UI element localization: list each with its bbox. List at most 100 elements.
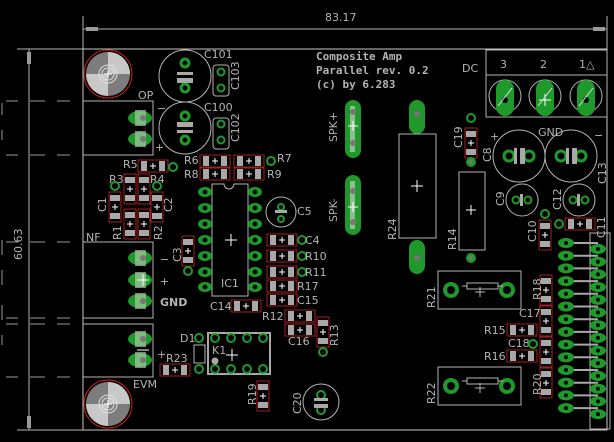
capacitor-C20[interactable]: C20 xyxy=(291,383,340,421)
capacitor-C5[interactable]: C5 xyxy=(265,196,312,228)
dc-minus-label: − xyxy=(594,129,603,142)
svg-text:R14: R14 xyxy=(446,228,459,250)
header-pin-row[interactable] xyxy=(558,377,606,394)
evm-connector[interactable]: + EVM xyxy=(83,323,166,391)
capacitor-C103[interactable]: C103 xyxy=(212,61,242,97)
capacitor-C4[interactable] xyxy=(266,233,298,247)
resistor-R1[interactable] xyxy=(123,208,137,240)
svg-text:C101: C101 xyxy=(204,48,233,61)
capacitor-C1[interactable] xyxy=(108,191,122,223)
resistor-R10[interactable] xyxy=(266,249,298,263)
resistor-R24[interactable]: R24 xyxy=(386,100,437,274)
diode-D1[interactable] xyxy=(193,344,206,364)
resistor-R8[interactable] xyxy=(199,167,231,181)
resistor-R9[interactable] xyxy=(233,167,265,181)
spk-plus-connector[interactable]: SPK+ xyxy=(327,100,361,158)
svg-text:R22: R22 xyxy=(425,382,438,404)
op-minus-label: − xyxy=(157,102,166,115)
dc-pad-2[interactable] xyxy=(528,79,562,116)
header-pin-row[interactable] xyxy=(558,238,606,254)
capacitor-C101[interactable]: C101 xyxy=(158,48,233,103)
header-pin-row[interactable] xyxy=(558,403,606,420)
dc-pin2-label: 2 xyxy=(540,58,547,71)
dc-pin3-label: 3 xyxy=(500,58,507,71)
capacitor-C15[interactable] xyxy=(266,293,298,307)
label-R5: R5 xyxy=(123,158,138,171)
capacitor-C14[interactable] xyxy=(230,299,262,313)
resistor-R11[interactable] xyxy=(266,265,298,279)
capacitor-C100[interactable]: C100 xyxy=(158,101,233,155)
resistor-R6[interactable] xyxy=(199,154,231,168)
via xyxy=(318,347,328,357)
svg-text:R4: R4 xyxy=(150,173,165,186)
nf-connector[interactable]: NF − + GND xyxy=(83,231,187,319)
spk-minus-connector[interactable]: SPK- xyxy=(327,175,361,235)
capacitor-C11[interactable] xyxy=(564,217,596,231)
header-pin-row[interactable] xyxy=(558,314,606,331)
svg-text:R6: R6 xyxy=(184,154,199,167)
svg-text:C17: C17 xyxy=(519,307,541,320)
resistor-R23[interactable] xyxy=(159,363,191,377)
svg-text:D1: D1 xyxy=(180,332,195,345)
resistor-R21[interactable]: R21 xyxy=(425,270,522,310)
relay-K1[interactable]: K1 xyxy=(207,332,271,375)
header-pin-row[interactable] xyxy=(558,288,606,305)
resistor-R16[interactable] xyxy=(506,349,538,363)
header-pin-row[interactable] xyxy=(558,301,606,318)
resistor-R3[interactable] xyxy=(123,173,137,205)
capacitor-C17[interactable] xyxy=(539,305,553,337)
resistor-R4[interactable] xyxy=(137,173,151,205)
svg-text:C4: C4 xyxy=(305,234,320,247)
header-pin-row[interactable] xyxy=(558,263,606,280)
svg-text:R8: R8 xyxy=(184,168,199,181)
dc-terminal[interactable]: DC 3 2 1△ xyxy=(462,49,608,118)
resistor-R5[interactable] xyxy=(137,159,169,173)
svg-text:K1: K1 xyxy=(212,344,226,357)
via xyxy=(183,266,193,276)
header-pin-row[interactable] xyxy=(558,365,606,381)
capacitor-C13[interactable]: C13 xyxy=(544,129,609,184)
ic-IC1[interactable]: IC1 xyxy=(211,183,249,297)
capacitor-C12[interactable]: C12 xyxy=(551,183,596,217)
capacitor-C9[interactable]: C9 xyxy=(494,183,539,217)
op-connector[interactable]: OP − + xyxy=(83,89,166,156)
header-pin-row[interactable] xyxy=(558,250,606,267)
svg-text:C5: C5 xyxy=(297,205,312,218)
header-pin-row[interactable] xyxy=(558,352,606,369)
resistor-R17[interactable] xyxy=(266,279,298,293)
via xyxy=(168,162,178,172)
capacitor-C102[interactable]: C102 xyxy=(212,113,242,150)
capacitor-C19[interactable] xyxy=(464,127,478,159)
header-pin-row[interactable] xyxy=(558,339,606,356)
dc-label: DC xyxy=(462,62,478,75)
svg-text:C103: C103 xyxy=(229,61,242,90)
via xyxy=(194,333,204,343)
svg-text:C3: C3 xyxy=(171,247,184,262)
op-label: OP xyxy=(138,89,154,102)
header-pin-row[interactable] xyxy=(558,326,606,343)
resistor-R14[interactable]: R14 xyxy=(446,157,486,263)
svg-text:R12: R12 xyxy=(262,310,284,323)
svg-text:C18: C18 xyxy=(508,337,530,350)
resistor-R12[interactable] xyxy=(284,309,316,323)
resistor-R15[interactable] xyxy=(506,323,538,337)
resistor-R2[interactable] xyxy=(137,208,151,240)
dc-pad-1[interactable] xyxy=(569,79,603,116)
resistor-R7[interactable] xyxy=(233,154,265,168)
svg-text:C1: C1 xyxy=(96,197,109,212)
capacitor-C8[interactable]: C8 xyxy=(481,129,546,183)
header-pin-row[interactable] xyxy=(558,276,606,293)
svg-text:R23: R23 xyxy=(166,352,188,365)
svg-text:C12: C12 xyxy=(551,188,564,210)
svg-text:R10: R10 xyxy=(305,250,327,263)
capacitor-C18-pad[interactable] xyxy=(539,336,553,368)
header-pin-row[interactable] xyxy=(558,390,606,407)
svg-text:C19: C19 xyxy=(452,126,465,148)
capacitor-C10[interactable] xyxy=(538,219,552,251)
svg-text:SPK+: SPK+ xyxy=(327,112,340,142)
via xyxy=(540,209,550,219)
pin-header[interactable] xyxy=(558,232,611,430)
resistor-R22[interactable]: R22 xyxy=(425,366,522,406)
dc-pad-3[interactable] xyxy=(488,79,522,116)
